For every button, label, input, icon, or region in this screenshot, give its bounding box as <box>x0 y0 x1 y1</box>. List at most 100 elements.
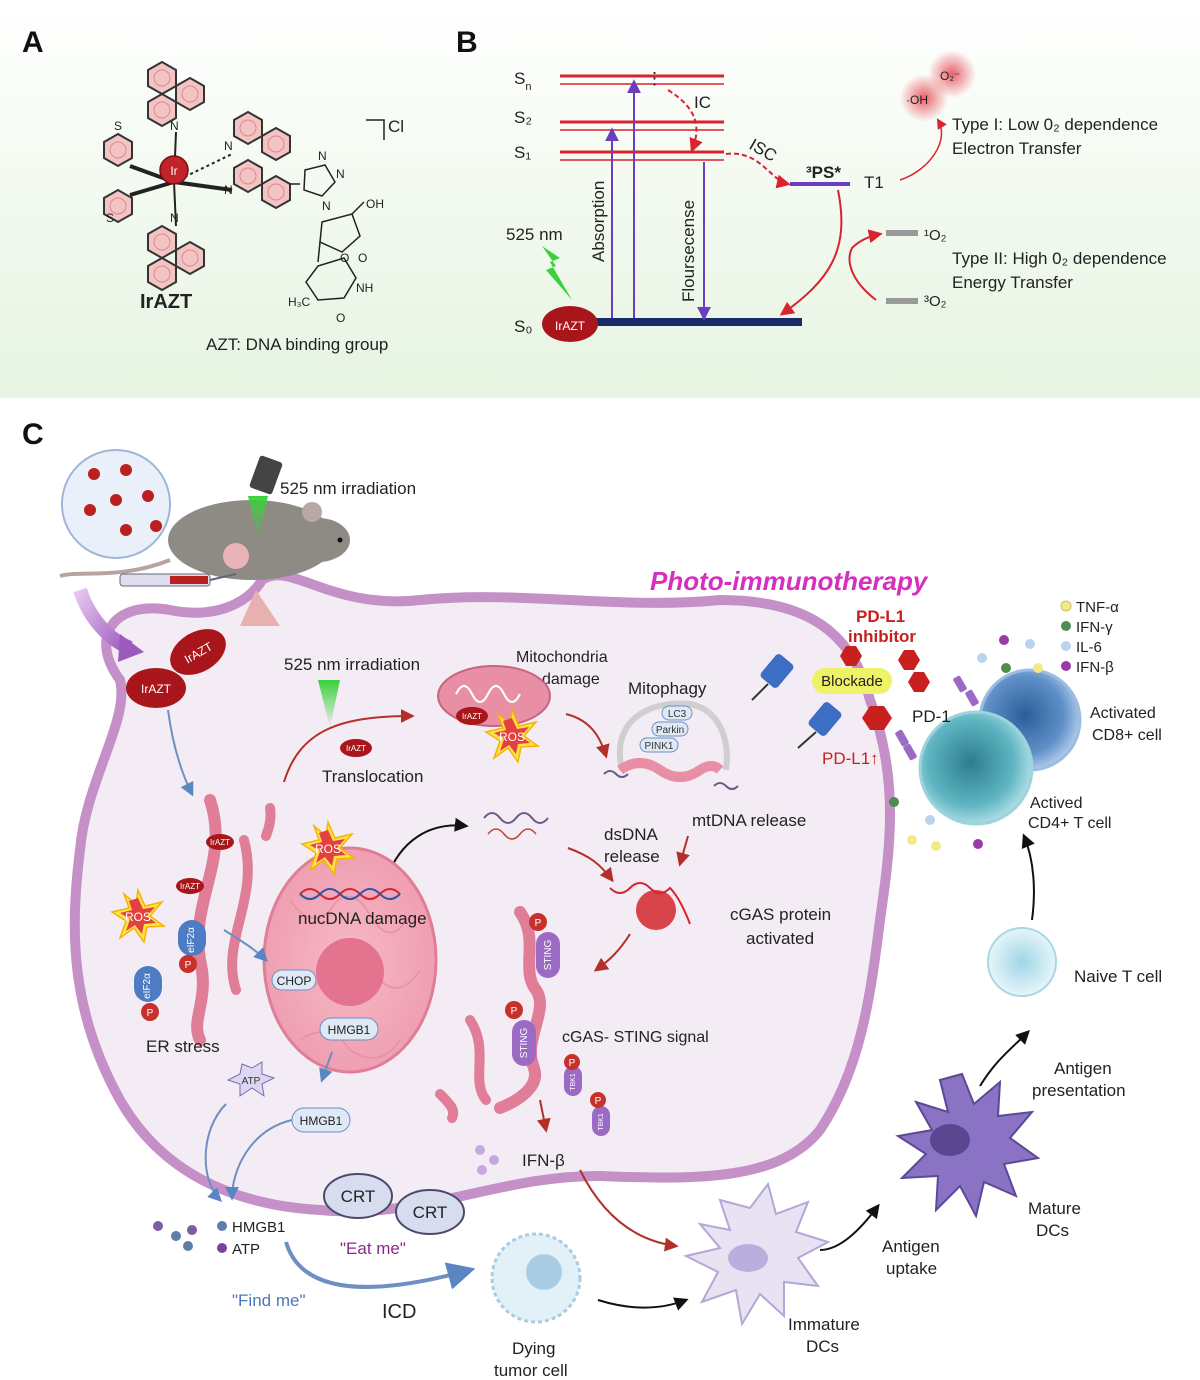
inhibitor-molecule <box>840 646 862 666</box>
legend-atp-label: ATP <box>232 1241 260 1258</box>
find-me-label: "Find me" <box>232 1291 305 1310</box>
lc3-badge <box>661 705 693 721</box>
sting-protein <box>512 1020 536 1066</box>
irazt-molecule <box>126 668 186 708</box>
crt-label: CRT <box>341 1187 376 1206</box>
pd1-receptor <box>895 729 909 747</box>
uptake-line1: Antigen <box>882 1237 940 1256</box>
pdl1-stalk <box>751 683 769 701</box>
pdl1-receptor <box>808 702 842 736</box>
mtdna-label: mtDNA release <box>692 811 806 830</box>
cgas-dna <box>609 882 691 925</box>
cgas-line2: activated <box>746 929 814 948</box>
pd1-receptors <box>895 675 979 761</box>
triazole-ring <box>303 164 336 197</box>
hmgb1-label-nucleus: HMGB1 <box>328 1023 371 1037</box>
irazt-small <box>206 834 234 850</box>
irazt-small <box>456 707 488 725</box>
nitrogen-label: N <box>336 167 345 181</box>
cytokine-dot <box>907 835 917 845</box>
irradiation-cell-label: 525 nm irradiation <box>284 655 420 674</box>
type2-arrow-return <box>779 189 843 316</box>
ic-dots: ⋮ <box>646 69 663 88</box>
pink1-label: PINK1 <box>645 741 674 752</box>
dsdna-arrow <box>567 847 614 883</box>
parkin-badge <box>651 721 689 737</box>
tbk1-label: TBK1 <box>570 1073 577 1091</box>
superoxide-glow <box>928 50 976 98</box>
cd4-line2: CD4+ T cell <box>1028 815 1111 832</box>
pd1-receptor <box>903 743 917 761</box>
drug-particle <box>150 520 162 532</box>
phospho-badge <box>590 1092 606 1108</box>
ring-9 <box>233 111 263 145</box>
ifnb-dot <box>489 1155 499 1165</box>
panel-b-letter: B <box>456 26 478 59</box>
nh-label: NH <box>356 281 373 295</box>
phospho-label: P <box>595 1096 602 1107</box>
ifnb-dot <box>477 1165 487 1175</box>
crt-label: CRT <box>413 1203 448 1222</box>
endoplasmic-reticulum <box>227 835 253 995</box>
legend-dot-il6 <box>1061 641 1071 651</box>
ic-label: IC <box>694 93 711 112</box>
isc-arrow <box>725 152 791 189</box>
cgas-line1: cGAS protein <box>730 905 831 924</box>
damaged-mitochondrion <box>617 758 724 782</box>
drug-particle <box>84 504 96 516</box>
dot <box>187 1225 197 1235</box>
legend-ifnb: IFN-β <box>1076 659 1114 676</box>
blockade-label: Blockade <box>821 673 883 690</box>
irazt-molecule <box>170 629 226 675</box>
irazt-molecule <box>542 306 598 342</box>
irazt-small-label: IrAZT <box>346 744 366 753</box>
phospho-label: P <box>569 1058 576 1069</box>
drug-particle <box>120 524 132 536</box>
cd4-line1: Actived <box>1030 795 1082 812</box>
cd4-t-cell <box>918 710 1034 826</box>
chop-badge <box>271 969 317 991</box>
pd1-label: PD-1 <box>912 707 951 726</box>
type1-line1: Type I: Low 0₂ dependence <box>952 115 1158 134</box>
photo-immunotherapy-title: Photo-immunotherapy <box>650 566 929 596</box>
dsdna-strand <box>487 828 537 840</box>
legend-atp-dot <box>217 1243 227 1253</box>
dying-to-dc-arrow <box>597 1297 689 1311</box>
icd-label: ICD <box>382 1301 416 1323</box>
ring-8 <box>147 257 177 291</box>
mouse-tail <box>59 558 171 578</box>
mature-line1: Mature <box>1028 1199 1081 1218</box>
hmgb1-badge-nucleus <box>319 1017 379 1041</box>
mitophagy-label: Mitophagy <box>628 679 707 698</box>
legend-dot-tnfa <box>1060 600 1072 612</box>
cytokine-dot <box>999 635 1009 645</box>
mouse-ear <box>302 502 322 522</box>
bond <box>351 201 365 215</box>
cytokine-legend: TNF-α IFN-γ IL-6 IFN-β <box>1060 599 1119 676</box>
ring-6 <box>147 225 177 259</box>
mitochondrion <box>437 665 551 727</box>
uptake-arrow <box>819 1203 880 1251</box>
parkin-label: Parkin <box>656 725 684 736</box>
bond <box>173 181 177 227</box>
iridium-atom <box>159 155 189 185</box>
tumor-site <box>223 543 249 569</box>
immature-line2: DCs <box>806 1337 839 1356</box>
blockade-badge <box>812 668 892 694</box>
ifnb-label: IFN-β <box>522 1151 565 1170</box>
bond <box>173 153 233 183</box>
pdl1-up-label: PD-L1↑ <box>822 749 879 768</box>
ring-2 <box>175 77 205 111</box>
ring-4 <box>103 133 133 167</box>
irazt-small-label: IrAZT <box>210 838 230 847</box>
drug-particle <box>110 494 122 506</box>
dsdna-line1: dsDNA <box>604 825 659 844</box>
iridium-label: Ir <box>170 164 177 178</box>
type2-line2: Energy Transfer <box>952 273 1073 292</box>
sulfur-label-bottom: S <box>106 211 114 225</box>
sting-protein <box>536 932 560 978</box>
immature-dc-nucleus <box>728 1244 768 1272</box>
laser-device-icon <box>249 455 283 495</box>
eat-me-label: "Eat me" <box>340 1239 406 1258</box>
phospho-label: P <box>535 918 542 929</box>
